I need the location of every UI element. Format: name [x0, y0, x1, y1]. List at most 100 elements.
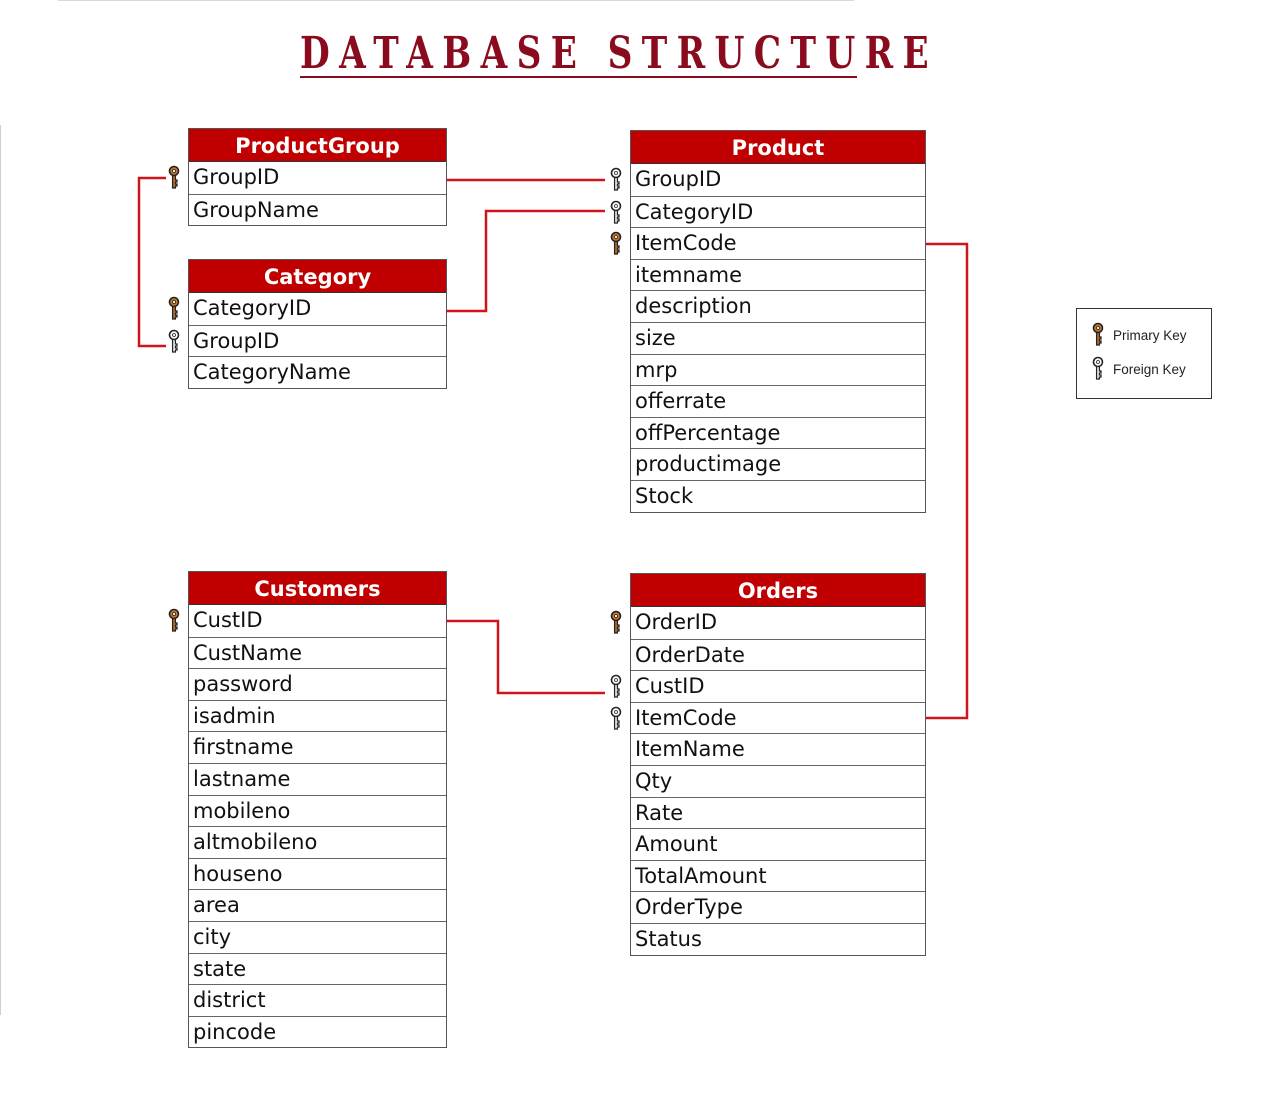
- field-row[interactable]: CustID: [610, 670, 925, 702]
- field-row[interactable]: itemname: [631, 258, 925, 291]
- connector-product-orders: [925, 242, 969, 720]
- legend-primary-key-label: Primary Key: [1113, 328, 1187, 343]
- field-label: CustID: [635, 674, 705, 699]
- field-label: ItemCode: [635, 705, 737, 730]
- field-row[interactable]: GroupID: [168, 162, 446, 194]
- field-row[interactable]: mrp: [631, 353, 925, 386]
- foreign-key-icon: [1092, 356, 1104, 380]
- connector-category-product: [446, 209, 605, 313]
- primary-key-icon: [610, 610, 622, 634]
- field-row[interactable]: district: [189, 984, 446, 1016]
- primary-key-icon: [168, 296, 180, 320]
- field-label: OrderID: [635, 610, 718, 634]
- field-row[interactable]: firstname: [189, 731, 446, 763]
- foreign-key-icon: [610, 200, 622, 224]
- foreign-key-icon: [610, 167, 622, 191]
- field-row[interactable]: state: [189, 952, 446, 985]
- field-row[interactable]: CustName: [189, 636, 446, 669]
- field-label: itemname: [635, 262, 742, 287]
- field-label: Amount: [635, 832, 718, 857]
- field-row[interactable]: TotalAmount: [631, 859, 925, 892]
- field-row[interactable]: altmobileno: [189, 826, 446, 858]
- connector-customers-orders: [446, 619, 605, 695]
- field-row[interactable]: productimage: [631, 448, 925, 480]
- foreign-key-icon: [168, 329, 180, 353]
- field-row[interactable]: lastname: [189, 762, 446, 795]
- field-row[interactable]: ItemName: [631, 733, 925, 765]
- field-row[interactable]: OrderDate: [631, 638, 925, 671]
- field-row[interactable]: CategoryID: [610, 195, 925, 228]
- field-row[interactable]: size: [631, 321, 925, 354]
- field-row[interactable]: CustID: [168, 605, 446, 637]
- field-label: Rate: [635, 800, 684, 825]
- field-row[interactable]: city: [189, 920, 446, 953]
- table-productgroup[interactable]: ProductGroup GroupID GroupName: [168, 128, 447, 227]
- field-label: pincode: [193, 1019, 277, 1044]
- table-header: Orders: [631, 574, 925, 607]
- field-row[interactable]: description: [631, 290, 925, 322]
- field-row[interactable]: CategoryName: [189, 356, 446, 388]
- field-label: area: [193, 893, 240, 918]
- foreign-key-icon: [610, 674, 622, 698]
- field-label: description: [635, 294, 752, 319]
- field-label: houseno: [193, 861, 283, 886]
- connector-productgroup-category: [137, 176, 166, 348]
- table-header: Product: [631, 131, 925, 164]
- field-label: TotalAmount: [635, 863, 767, 888]
- field-label: altmobileno: [193, 830, 318, 855]
- legend-foreign-key-label: Foreign Key: [1113, 362, 1186, 377]
- field-row[interactable]: mobileno: [189, 794, 446, 827]
- field-label: OrderType: [635, 895, 743, 920]
- field-label: district: [193, 988, 266, 1013]
- field-row[interactable]: GroupName: [189, 193, 446, 226]
- table-header: ProductGroup: [189, 129, 446, 162]
- field-label: Stock: [635, 483, 694, 508]
- field-label: isadmin: [193, 703, 276, 728]
- field-row[interactable]: OrderID: [610, 607, 925, 639]
- field-row[interactable]: houseno: [189, 857, 446, 890]
- field-label: state: [193, 956, 247, 981]
- field-row[interactable]: Status: [631, 922, 925, 955]
- field-label: offerrate: [635, 389, 727, 414]
- field-row[interactable]: offPercentage: [631, 416, 925, 449]
- field-label: CategoryID: [193, 296, 312, 320]
- field-row[interactable]: pincode: [189, 1015, 446, 1048]
- primary-key-icon: [168, 608, 180, 632]
- field-row[interactable]: Amount: [631, 828, 925, 860]
- field-label: size: [635, 325, 676, 350]
- field-label: mrp: [635, 357, 678, 382]
- field-row[interactable]: offerrate: [631, 385, 925, 417]
- field-row[interactable]: CategoryID: [168, 293, 446, 325]
- field-row[interactable]: OrderType: [631, 891, 925, 923]
- field-row[interactable]: Stock: [631, 479, 925, 512]
- field-label: Status: [635, 926, 702, 951]
- foreign-key-icon: [610, 706, 622, 730]
- primary-key-icon: [610, 231, 622, 255]
- field-label: ItemName: [635, 737, 745, 762]
- field-label: GroupID: [193, 165, 280, 189]
- top-border-line: [58, 0, 854, 1]
- field-row[interactable]: ItemCode: [610, 227, 925, 259]
- field-row[interactable]: ItemCode: [610, 701, 925, 734]
- table-header: Category: [189, 260, 446, 293]
- field-row[interactable]: password: [189, 668, 446, 700]
- field-label: GroupID: [193, 328, 280, 353]
- field-row[interactable]: area: [189, 889, 446, 921]
- field-row[interactable]: Rate: [631, 796, 925, 829]
- field-label: productimage: [635, 452, 782, 477]
- table-category[interactable]: Category CategoryID GroupID CategoryName: [168, 259, 447, 389]
- field-label: CustName: [193, 640, 303, 665]
- field-label: offPercentage: [635, 420, 781, 445]
- field-row[interactable]: GroupID: [168, 324, 446, 357]
- field-label: ItemCode: [635, 231, 737, 256]
- field-row[interactable]: isadmin: [189, 699, 446, 732]
- field-row[interactable]: GroupID: [610, 164, 925, 196]
- field-label: OrderDate: [635, 642, 745, 667]
- table-product[interactable]: Product GroupID CategoryID ItemCode itemnam…: [610, 130, 926, 513]
- field-label: mobileno: [193, 798, 291, 823]
- field-row[interactable]: Qty: [631, 764, 925, 797]
- field-label: CategoryID: [635, 199, 754, 224]
